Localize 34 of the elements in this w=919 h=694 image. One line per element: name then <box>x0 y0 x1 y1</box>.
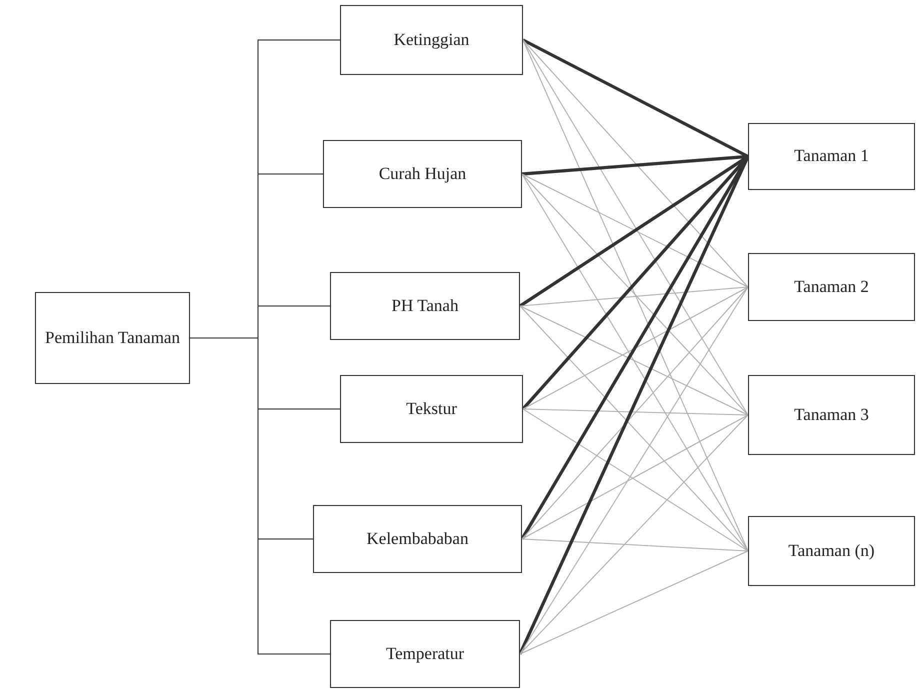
connector-line <box>522 40 748 288</box>
process-box <box>323 140 522 208</box>
process-box <box>35 292 190 384</box>
connector-line <box>520 286 748 306</box>
process-box <box>748 253 915 321</box>
node-label: Temperatur <box>386 642 464 665</box>
connector-line <box>522 38 749 158</box>
connector-line <box>522 408 748 416</box>
connector-line <box>522 40 748 552</box>
connector-line <box>520 286 748 654</box>
process-box <box>340 375 523 443</box>
node-label: Tekstur <box>406 398 457 420</box>
node-label: Pemilihan Tanaman <box>45 326 180 349</box>
process-box <box>330 272 520 340</box>
node-label: Curah Hujan <box>378 162 466 185</box>
connector-line <box>520 414 748 654</box>
connector-line <box>522 538 748 552</box>
process-box <box>748 375 915 455</box>
node-label: Tanaman 2 <box>794 276 869 298</box>
node-label: Tanaman (n) <box>788 540 875 562</box>
node-label: Tanaman 3 <box>794 404 869 426</box>
connector-line <box>522 174 748 288</box>
process-box <box>340 5 523 75</box>
process-box <box>330 620 520 688</box>
node-label: PH Tanah <box>392 294 458 317</box>
connector-line <box>522 286 748 410</box>
node-label: Tanaman 1 <box>794 145 869 168</box>
process-box <box>748 516 915 586</box>
process-box <box>748 123 915 190</box>
node-label: Ketinggian <box>394 28 470 51</box>
connector-line <box>520 306 748 416</box>
node-label: Kelembababan <box>366 528 468 550</box>
process-box <box>313 505 522 573</box>
connector-line <box>520 550 748 654</box>
